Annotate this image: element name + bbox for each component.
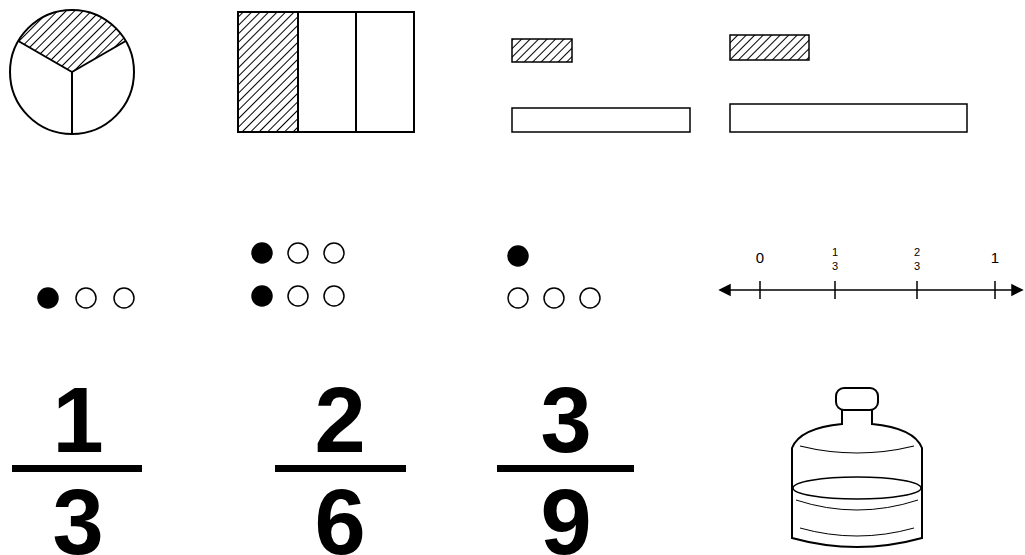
axis-numerator: 2 [914, 247, 920, 258]
fraction-bar [12, 465, 634, 472]
axis-numerator: 1 [832, 247, 838, 258]
number-line [720, 281, 1022, 299]
fraction-numerator: 1 [52, 374, 103, 466]
axis-label: 0 [756, 250, 764, 265]
fraction-numerator: 2 [314, 374, 365, 466]
jar-illustration [792, 388, 922, 547]
axis-denominator: 3 [832, 261, 838, 272]
fraction-numerator: 3 [540, 374, 591, 466]
bar-model [512, 39, 690, 132]
fraction-denominator: 3 [52, 476, 103, 555]
rectangle-model [238, 12, 414, 132]
dot-set [38, 288, 134, 308]
dot-set [508, 246, 600, 308]
fraction-denominator: 6 [314, 476, 365, 555]
circle-model [10, 10, 134, 134]
axis-denominator: 3 [914, 261, 920, 272]
axis-label: 1 [991, 250, 999, 265]
dot-set [252, 243, 344, 306]
bar-model [730, 35, 967, 132]
fraction-denominator: 9 [540, 476, 591, 555]
